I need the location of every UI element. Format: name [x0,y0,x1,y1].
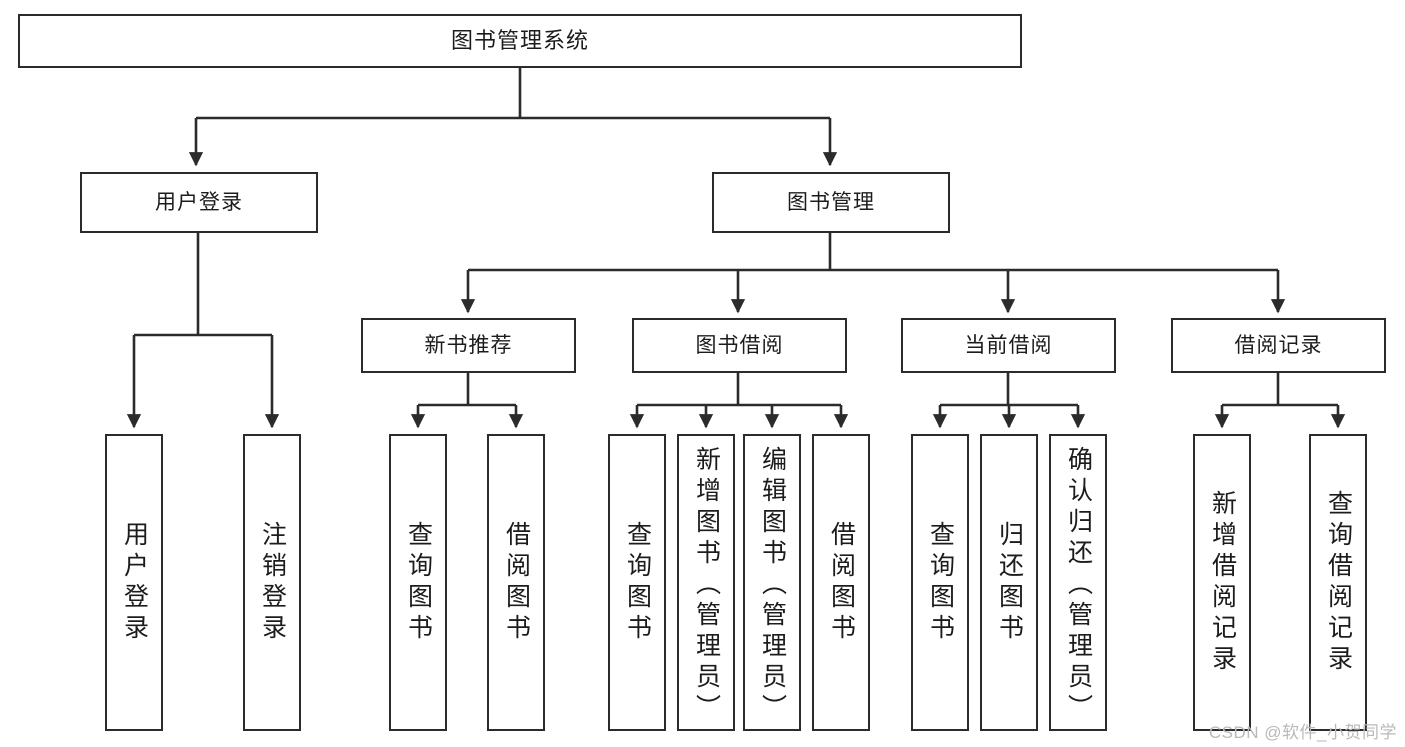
node-user-login-label: 用户登录 [155,190,243,214]
node-leaf-query-book-1[interactable]: 查询图书 [389,434,447,731]
node-leaf-borrow-book-1[interactable]: 借阅图书 [487,434,545,731]
node-leaf-logout[interactable]: 注销登录 [243,434,301,731]
node-leaf-return-book[interactable]: 归还图书 [980,434,1038,731]
node-leaf-query-record[interactable]: 查询借阅记录 [1309,434,1367,731]
node-book-management[interactable]: 图书管理 [712,172,950,233]
node-leaf-query-record-label: 查询借阅记录 [1324,489,1353,676]
node-borrow-record-label: 借阅记录 [1234,333,1323,357]
node-leaf-add-book-label: 新增图书（管理员） [692,446,721,725]
node-book-management-label: 图书管理 [787,190,875,214]
node-current-borrow[interactable]: 当前借阅 [901,318,1116,373]
node-leaf-query-book-2[interactable]: 查询图书 [608,434,666,731]
node-leaf-query-book-3-label: 查询图书 [926,520,955,645]
node-leaf-borrow-book-2-label: 借阅图书 [827,520,856,645]
node-borrow-record[interactable]: 借阅记录 [1171,318,1386,373]
node-new-book-recommend[interactable]: 新书推荐 [361,318,576,373]
node-leaf-borrow-book-2[interactable]: 借阅图书 [812,434,870,731]
node-new-book-recommend-label: 新书推荐 [424,333,513,357]
node-leaf-confirm-return[interactable]: 确认归还（管理员） [1049,434,1107,731]
node-leaf-logout-label: 注销登录 [258,520,287,645]
node-leaf-query-book-1-label: 查询图书 [404,520,433,645]
node-leaf-user-login-label: 用户登录 [120,520,149,645]
node-leaf-query-book-2-label: 查询图书 [623,520,652,645]
node-leaf-edit-book[interactable]: 编辑图书（管理员） [743,434,801,731]
node-leaf-query-book-3[interactable]: 查询图书 [911,434,969,731]
watermark: CSDN @软件_小贺同学 [1208,723,1397,742]
node-leaf-edit-book-label: 编辑图书（管理员） [758,446,787,725]
node-current-borrow-label: 当前借阅 [964,333,1053,357]
node-leaf-add-record[interactable]: 新增借阅记录 [1193,434,1251,731]
node-user-login[interactable]: 用户登录 [80,172,318,233]
node-leaf-return-book-label: 归还图书 [995,520,1024,645]
node-leaf-add-book[interactable]: 新增图书（管理员） [677,434,735,731]
node-leaf-borrow-book-1-label: 借阅图书 [502,520,531,645]
node-leaf-user-login[interactable]: 用户登录 [105,434,163,731]
node-root[interactable]: 图书管理系统 [18,14,1022,68]
node-leaf-add-record-label: 新增借阅记录 [1208,489,1237,676]
node-book-borrow[interactable]: 图书借阅 [632,318,847,373]
node-book-borrow-label: 图书借阅 [695,333,784,357]
node-root-label: 图书管理系统 [450,27,589,53]
node-leaf-confirm-return-label: 确认归还（管理员） [1064,446,1093,725]
